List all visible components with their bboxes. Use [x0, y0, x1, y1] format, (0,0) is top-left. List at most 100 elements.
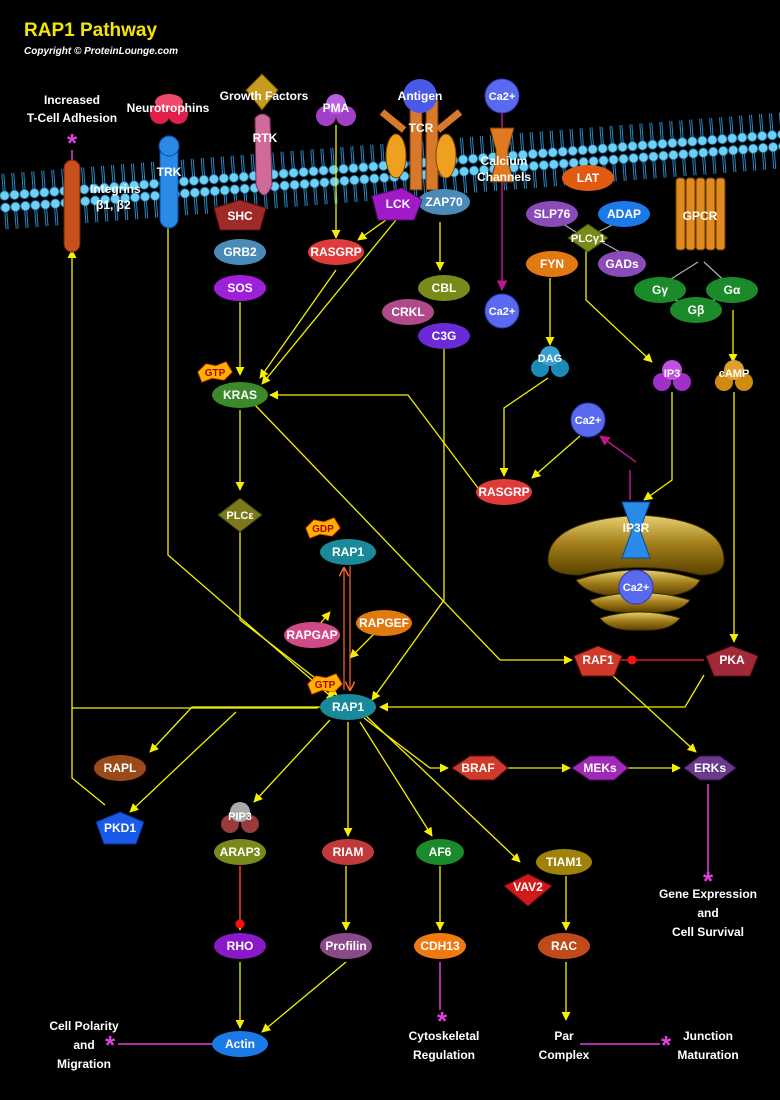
fyn-node: FYN [526, 251, 578, 277]
erks-node: ERKs [683, 755, 737, 781]
svg-text:ARAP3: ARAP3 [220, 845, 261, 859]
rasgrp-top-node: RASGRP [308, 239, 364, 265]
svg-text:IP3: IP3 [664, 368, 681, 380]
svg-text:*: * [661, 1030, 672, 1060]
svg-text:LCK: LCK [386, 197, 411, 211]
sos-node: SOS [214, 275, 266, 301]
rapgef-node: RAPGEF [356, 610, 412, 636]
cytoskeletal-label: Cytoskeletal [409, 1029, 480, 1043]
calcium-ion-er: Ca2+ [618, 569, 654, 605]
grb2-node: GRB2 [214, 239, 266, 265]
slp76-node: SLP76 [526, 201, 578, 227]
gpcr-receptor: GPCR [675, 177, 726, 251]
svg-text:RAP1: RAP1 [332, 700, 364, 714]
svg-text:TIAM1: TIAM1 [546, 855, 582, 869]
svg-text:Gβ: Gβ [688, 303, 705, 317]
shc-node: SHC [213, 199, 267, 231]
lat-node: LAT [562, 165, 614, 191]
adap-node: ADAP [598, 201, 650, 227]
calcium-flux-arrows [496, 112, 637, 500]
pma-node: PMA [316, 94, 356, 126]
zap70-node: ZAP70 [418, 189, 470, 215]
svg-text:RASGRP: RASGRP [310, 245, 361, 259]
gdp-badge: GDP [305, 517, 341, 539]
par-complex-label-2: Complex [539, 1048, 590, 1062]
cell-polarity-label-2: and [73, 1038, 94, 1052]
calcium-channels-label-2: Channels [477, 170, 531, 184]
svg-text:RIAM: RIAM [333, 845, 364, 859]
svg-text:KRAS: KRAS [223, 388, 257, 402]
svg-text:CBL: CBL [432, 281, 457, 295]
copyright-notice: Copyright © ProteinLounge.com [24, 46, 179, 57]
svg-text:ZAP70: ZAP70 [425, 195, 463, 209]
svg-text:RAPGEF: RAPGEF [359, 616, 409, 630]
rho-node: RHO [214, 933, 266, 959]
cbl-node: CBL [418, 275, 470, 301]
svg-text:BRAF: BRAF [461, 761, 494, 775]
pma-label: PMA [323, 101, 350, 115]
gtp-kras-badge: GTP [197, 361, 233, 383]
cdh13-node: CDH13 [414, 933, 466, 959]
svg-text:Actin: Actin [225, 1037, 255, 1051]
rtk-receptor: RTK [253, 113, 278, 196]
pka-node: PKA [705, 645, 759, 677]
lck-node: LCK [371, 187, 423, 221]
rac-node: RAC [538, 933, 590, 959]
antigen-label: Antigen [398, 89, 443, 103]
plce-node: PLCε [217, 497, 263, 533]
svg-text:RAC: RAC [551, 939, 577, 953]
svg-text:RAF1: RAF1 [582, 653, 614, 667]
svg-text:cAMP: cAMP [719, 368, 750, 380]
calcium-ion-cytosol: Ca2+ [484, 293, 520, 329]
svg-text:VAV2: VAV2 [513, 880, 543, 894]
svg-text:*: * [437, 1006, 448, 1036]
meks-node: MEKs [571, 755, 629, 781]
ip3r-label: IP3R [623, 521, 650, 535]
gene-expression-label-3: Cell Survival [672, 925, 744, 939]
arap3-node: ARAP3 [214, 839, 266, 865]
trk-receptor: TRK [157, 135, 182, 229]
integrins-receptor: Integrins β1, β2 [63, 159, 141, 253]
af6-node: AF6 [416, 839, 464, 865]
svg-text:Ca2+: Ca2+ [575, 415, 602, 427]
vav2-node: VAV2 [503, 873, 553, 907]
calcium-channels-label: Calcium [481, 154, 528, 168]
adhesion-label: Increased [44, 93, 100, 107]
svg-text:GTP: GTP [205, 368, 226, 379]
actin-node: Actin [212, 1031, 268, 1057]
calcium-ion-released: Ca2+ [570, 402, 606, 438]
svg-text:RAP1: RAP1 [332, 545, 364, 559]
svg-text:RHO: RHO [227, 939, 254, 953]
gpcr-label: GPCR [683, 209, 718, 223]
activation-arrows [67, 125, 739, 1033]
svg-text:Profilin: Profilin [325, 939, 366, 953]
braf-node: BRAF [451, 755, 509, 781]
ip3-node: IP3 [653, 360, 691, 391]
svg-text:RAPGAP: RAPGAP [286, 628, 337, 642]
profilin-node: Profilin [320, 933, 372, 959]
junction-label: Junction [683, 1029, 733, 1043]
svg-text:PIP3: PIP3 [228, 811, 252, 823]
tiam1-node: TIAM1 [536, 849, 592, 875]
rtk-label: RTK [253, 131, 278, 145]
integrins-label: Integrins [90, 182, 141, 196]
cell-polarity-label: Cell Polarity [49, 1019, 119, 1033]
svg-text:*: * [105, 1030, 116, 1060]
svg-text:AF6: AF6 [429, 845, 452, 859]
svg-text:ERKs: ERKs [694, 761, 726, 775]
svg-text:GDP: GDP [312, 524, 334, 535]
c3g-node: C3G [418, 323, 470, 349]
gene-expression-label: Gene Expression [659, 887, 757, 901]
page-title: RAP1 Pathway [24, 20, 158, 41]
raf1-node: RAF1 [573, 645, 623, 677]
pip3-node: PIP3 [221, 802, 259, 833]
rapgap-node: RAPGAP [284, 622, 340, 648]
neurotrophins-ligand: Neurotrophins [127, 94, 210, 124]
galpha-node: Gα [706, 277, 758, 303]
svg-text:PKA: PKA [719, 653, 745, 667]
rapl-node: RAPL [94, 755, 146, 781]
svg-text:ADAP: ADAP [607, 207, 641, 221]
svg-text:GRB2: GRB2 [223, 245, 257, 259]
cytoskeletal-label-2: Regulation [413, 1048, 475, 1062]
